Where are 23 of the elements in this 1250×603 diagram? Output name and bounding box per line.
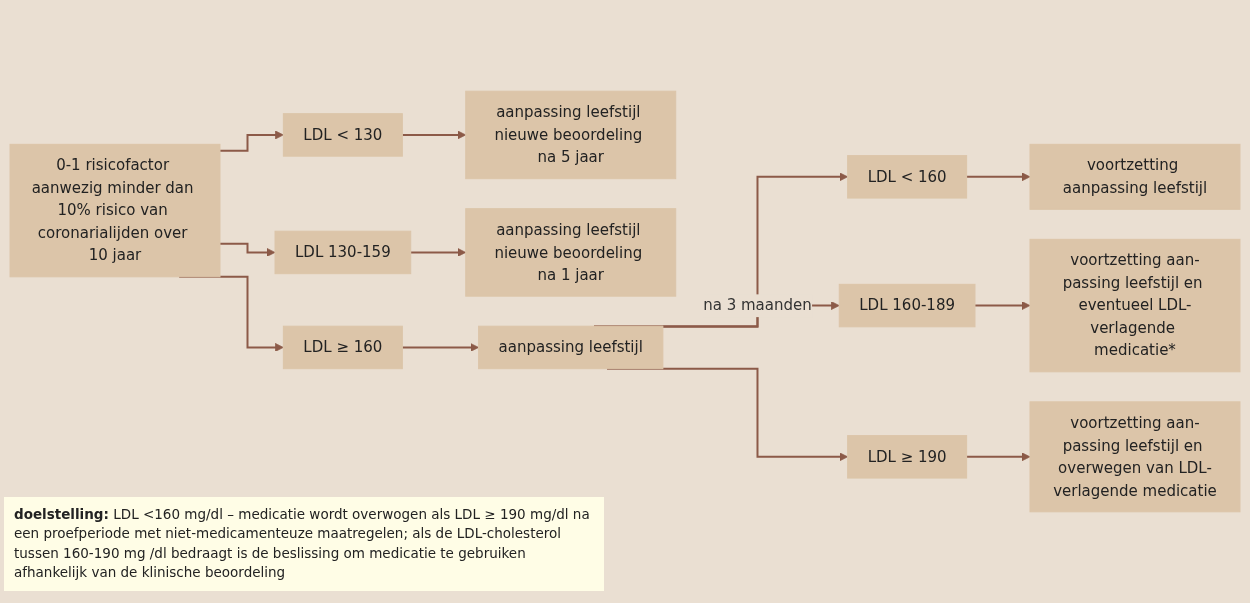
arrow [219, 130, 284, 152]
arrow [401, 130, 467, 140]
edge-label: na 3 maanden [703, 296, 812, 315]
arrow [409, 248, 467, 257]
arrow [965, 452, 1031, 462]
node-box: aanpassing leefstijl nieuwe beoordeling na 1 jaar [465, 208, 677, 297]
node-box: LDL 130-159 [274, 230, 412, 275]
arrow [401, 343, 479, 352]
node-box: LDL < 160 [847, 155, 968, 199]
node-box: voortzetting aan-passing leefstijl en eventueel LDL-verlagende medicatie* [1029, 238, 1241, 373]
arrow [965, 172, 1031, 182]
node-box: 0-1 risicofactor aanwezig minder dan 10% risico van coronarialijden over 10 jaar [9, 143, 221, 278]
node-box: aanpassing leefstijl [478, 325, 664, 370]
node-box: LDL ≥ 190 [847, 435, 968, 479]
note-text: doelstelling: LDL <160 mg/dl – medicatie wordt overwogen als LDL ≥ 190 mg/dl na een proefperiode met niet-medicamenteuze maatregelen; als de LDL-cholesterol tussen 160-190 mg /dl bedraagt is de beslissing om medicatie te gebruiken afhankelijk van de klinische beoordeling [4, 496, 604, 591]
node-box: LDL ≥ 160 [282, 325, 403, 370]
node-box: aanpassing leefstijl nieuwe beoordeling na 5 jaar [465, 90, 677, 180]
node-box: LDL < 130 [282, 113, 403, 157]
node-box: voortzetting aanpassing leefstijl [1029, 143, 1241, 210]
arrow [974, 301, 1031, 310]
arrow [219, 242, 276, 257]
node-box: LDL 160-189 [838, 283, 976, 328]
node-box: voortzetting aan-passing leefstijl en overwegen van LDL-verlagende medicatie [1029, 401, 1241, 513]
